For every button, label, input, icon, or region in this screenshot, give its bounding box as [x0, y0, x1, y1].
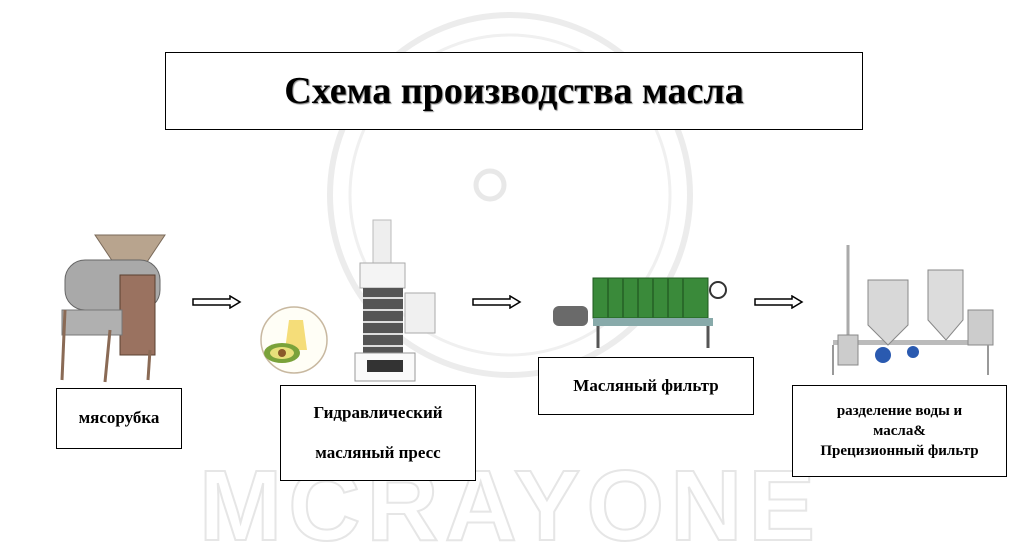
arrow-right-icon: [754, 295, 804, 309]
step-hydraulic-press: Гидравлический масляный пресс: [280, 385, 476, 481]
page-title: Схема производства масла: [165, 52, 863, 130]
filter-press-icon: [553, 277, 727, 348]
step-label: мясорубка: [78, 408, 160, 428]
avocado-oil-icon: [260, 306, 328, 374]
step-label-line1: Гидравлический: [313, 402, 443, 422]
hydraulic-press-icon: [354, 219, 436, 382]
step-label-line2: масляный пресс: [315, 443, 441, 462]
step-label-line3: Прецизионный фильтр: [820, 443, 979, 460]
step-label-line1: разделение воды и: [836, 402, 963, 419]
step-oil-filter: Масляный фильтр: [538, 357, 754, 415]
arrow-right-icon: [192, 295, 242, 309]
step-label-line2: масла&: [873, 422, 926, 439]
separation-tanks-icon: [832, 245, 994, 375]
step-grinder: мясорубка: [56, 388, 182, 449]
step-separation-precision-filter: разделение воды и масла& Прецизионный фи…: [792, 385, 1007, 477]
arrow-right-icon: [472, 295, 522, 309]
grinder-machine-icon: [60, 234, 166, 383]
step-label: Масляный фильтр: [573, 375, 719, 395]
